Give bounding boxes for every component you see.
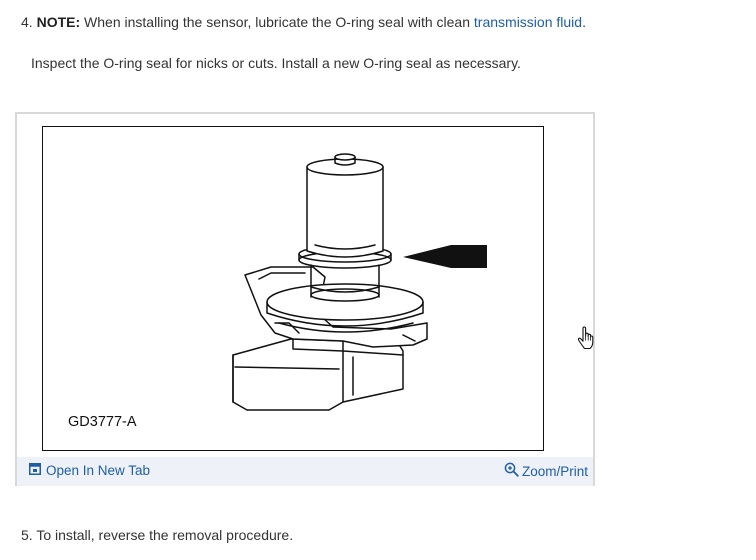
note-label: NOTE: xyxy=(36,14,81,30)
zoom-print-label: Zoom/Print xyxy=(521,463,588,479)
step-4-period: . xyxy=(582,14,586,30)
arrow-indicator xyxy=(403,245,487,268)
transmission-fluid-link[interactable]: transmission fluid xyxy=(473,14,583,30)
zoom-print-link[interactable]: Zoom/Print xyxy=(504,462,588,480)
zoom-in-icon xyxy=(504,462,519,480)
step-number: 4. xyxy=(21,14,33,30)
open-in-new-tab-icon xyxy=(29,463,41,478)
sensor-illustration: GD3777-A xyxy=(42,126,544,451)
figure-footer: Open In New Tab Zoom/Print xyxy=(17,457,593,486)
sensor-o-ring-drawing xyxy=(232,153,487,411)
step-5: 5. To install, reverse the removal proce… xyxy=(21,527,294,543)
open-in-new-tab-label: Open In New Tab xyxy=(46,463,151,478)
open-in-new-tab-link[interactable]: Open In New Tab xyxy=(29,463,150,478)
step-4-text: When installing the sensor, lubricate th… xyxy=(80,14,474,30)
inspect-instruction: Inspect the O-ring seal for nicks or cut… xyxy=(31,55,521,71)
figure-code: GD3777-A xyxy=(68,414,137,430)
hand-pointer-cursor-icon xyxy=(577,326,595,355)
step-4: 4. NOTE: When installing the sensor, lub… xyxy=(21,12,586,32)
figure-card: GD3777-A Open In New Tab xyxy=(15,112,595,486)
